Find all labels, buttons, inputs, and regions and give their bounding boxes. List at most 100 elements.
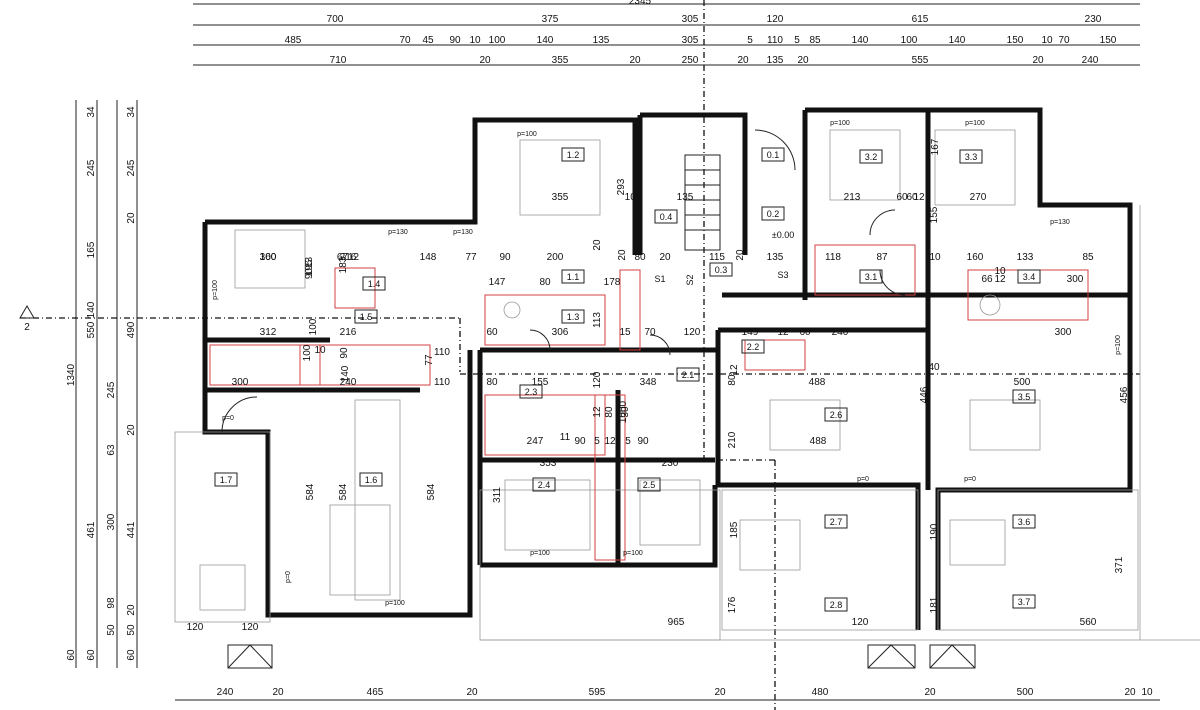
inner-dim-label: 560 <box>1080 617 1097 628</box>
left2-dim-1: 34 <box>86 106 97 118</box>
room-0-2: 0.2 <box>767 209 780 219</box>
top2-dim-16: 140 <box>949 35 966 46</box>
inner-dim-label: 306 <box>552 327 569 338</box>
inner-dim-label: 85 <box>1082 252 1094 263</box>
inner-dim-label: 120 <box>242 622 259 633</box>
window-p100-1: p=100 <box>517 131 537 138</box>
inner-dim-label: 60 <box>906 192 918 203</box>
top-dim-4: 120 <box>767 14 784 25</box>
inner-dim-label: 5 <box>594 436 600 447</box>
inner-dim-label: 80 <box>486 377 498 388</box>
inner-dim-label: 90 <box>574 436 586 447</box>
left-total: 1340 <box>66 363 77 386</box>
inner-dim-label: 11 <box>560 432 571 443</box>
inner-dim-label: 12 <box>913 192 925 203</box>
staircase <box>684 154 721 251</box>
inner-dim-label: 160 <box>967 252 984 263</box>
inner-dim-label: 118 <box>825 252 841 263</box>
inner-dim-label: 210 <box>727 431 738 448</box>
window-p0-3: p=0 <box>964 476 976 483</box>
bottom-dim-3: 465 <box>367 687 384 698</box>
left-dim-461: 461 <box>86 521 97 538</box>
inner-dim-label: 110 <box>434 377 450 388</box>
window-p130-2: p=130 <box>453 229 473 236</box>
red-partitions <box>209 244 1089 561</box>
window-p0-4: p=0 <box>285 571 292 583</box>
left-dim-550: 550 <box>86 321 97 338</box>
left3-dim-5: 20 <box>126 424 137 436</box>
inner-dim-label: 1000 <box>618 400 629 423</box>
inner-dim-label: 230 <box>662 458 679 469</box>
room-1-6: 1.6 <box>365 475 378 485</box>
left-dimensions: 1340 550 461 60 34 245 165 140 245 63 30… <box>66 100 138 668</box>
section-s1: S1 <box>654 274 665 284</box>
inner-dim-label: 247 <box>527 436 544 447</box>
left-dim-60a: 60 <box>66 649 77 661</box>
window-p100-7: p=100 <box>212 280 219 300</box>
inner-dim-label: 190 <box>929 523 940 540</box>
inner-dim-label: 371 <box>1114 556 1125 573</box>
inner-dim-label: 80 <box>634 252 646 263</box>
room-2-6: 2.6 <box>830 410 843 420</box>
top3-dim-1: 710 <box>330 55 347 66</box>
top2-dim-15: 100 <box>901 35 918 46</box>
top3-dim-8: 20 <box>797 55 809 66</box>
inner-dim-label: 100 <box>308 318 319 335</box>
room-2-1: 2.1 <box>682 370 695 380</box>
room-1-7: 1.7 <box>220 475 233 485</box>
top-total: 2345 <box>629 0 652 7</box>
left3-dim-4: 490 <box>126 321 137 338</box>
room-3-7: 3.7 <box>1018 597 1031 607</box>
inner-dim-label: 30 <box>620 406 631 418</box>
bottom-dim-6: 20 <box>714 687 726 698</box>
inner-dim-label: 12 <box>777 327 789 338</box>
inner-dim-label: 120 <box>187 622 204 633</box>
window-p100-2: p=100 <box>830 120 850 127</box>
inner-dim-label: 120 <box>684 327 701 338</box>
inner-dim-label: 300 <box>232 377 249 388</box>
room-2-2: 2.2 <box>747 342 760 352</box>
room-1-1: 1.1 <box>567 272 580 282</box>
inner-dim-label: 77 <box>465 252 477 263</box>
inner-dim-label: 133 <box>1017 252 1034 263</box>
inner-dim-label: 10 <box>314 345 326 356</box>
inner-dim-label: 115 <box>709 252 725 263</box>
room-3-2: 3.2 <box>865 152 878 162</box>
top2-dim-2: 70 <box>399 35 411 46</box>
room-0-1: 0.1 <box>767 150 780 160</box>
inner-dim-label: 135 <box>677 192 694 203</box>
top-dim-6: 230 <box>1085 14 1102 25</box>
top-dim-2: 375 <box>542 14 559 25</box>
inner-dim-label: 584 <box>305 483 316 500</box>
room-3-3: 3.3 <box>965 152 978 162</box>
left3-dim-1: 34 <box>126 106 137 118</box>
inner-dim-label: 135 <box>767 252 784 263</box>
inner-dim-label: 240 <box>340 377 357 388</box>
room-1-4: 1.4 <box>368 279 381 289</box>
inner-dim-label: 120 <box>852 617 869 628</box>
inner-dim-label: 40 <box>928 362 940 373</box>
window-p130-3: p=130 <box>1050 219 1070 226</box>
left2-dim-10: 60 <box>86 649 97 661</box>
inner-dim-label: 80 <box>604 406 615 418</box>
top2-dim-20: 150 <box>1100 35 1117 46</box>
room-1-3: 1.3 <box>567 312 580 322</box>
terraces <box>174 205 1200 669</box>
room-0-4: 0.4 <box>660 212 673 222</box>
inner-dim-label: 87 <box>876 252 888 263</box>
inner-dim-label: 90 <box>499 252 511 263</box>
top3-dim-3: 355 <box>552 55 569 66</box>
left3-dim-2: 245 <box>126 159 137 176</box>
inner-dim-label: 300 <box>260 252 277 263</box>
inner-dim-label: 355 <box>552 192 569 203</box>
inner-dim-label: 60 <box>486 327 498 338</box>
left3-dim-8: 50 <box>126 624 137 636</box>
inner-dim-label: 20 <box>735 249 746 261</box>
inner-dim-label: 60 <box>896 192 908 203</box>
inner-dim-label: 70 <box>644 327 656 338</box>
inner-dim-label: 200 <box>547 252 564 263</box>
top3-dim-6: 20 <box>737 55 749 66</box>
inner-dim-label: 176 <box>727 596 738 613</box>
